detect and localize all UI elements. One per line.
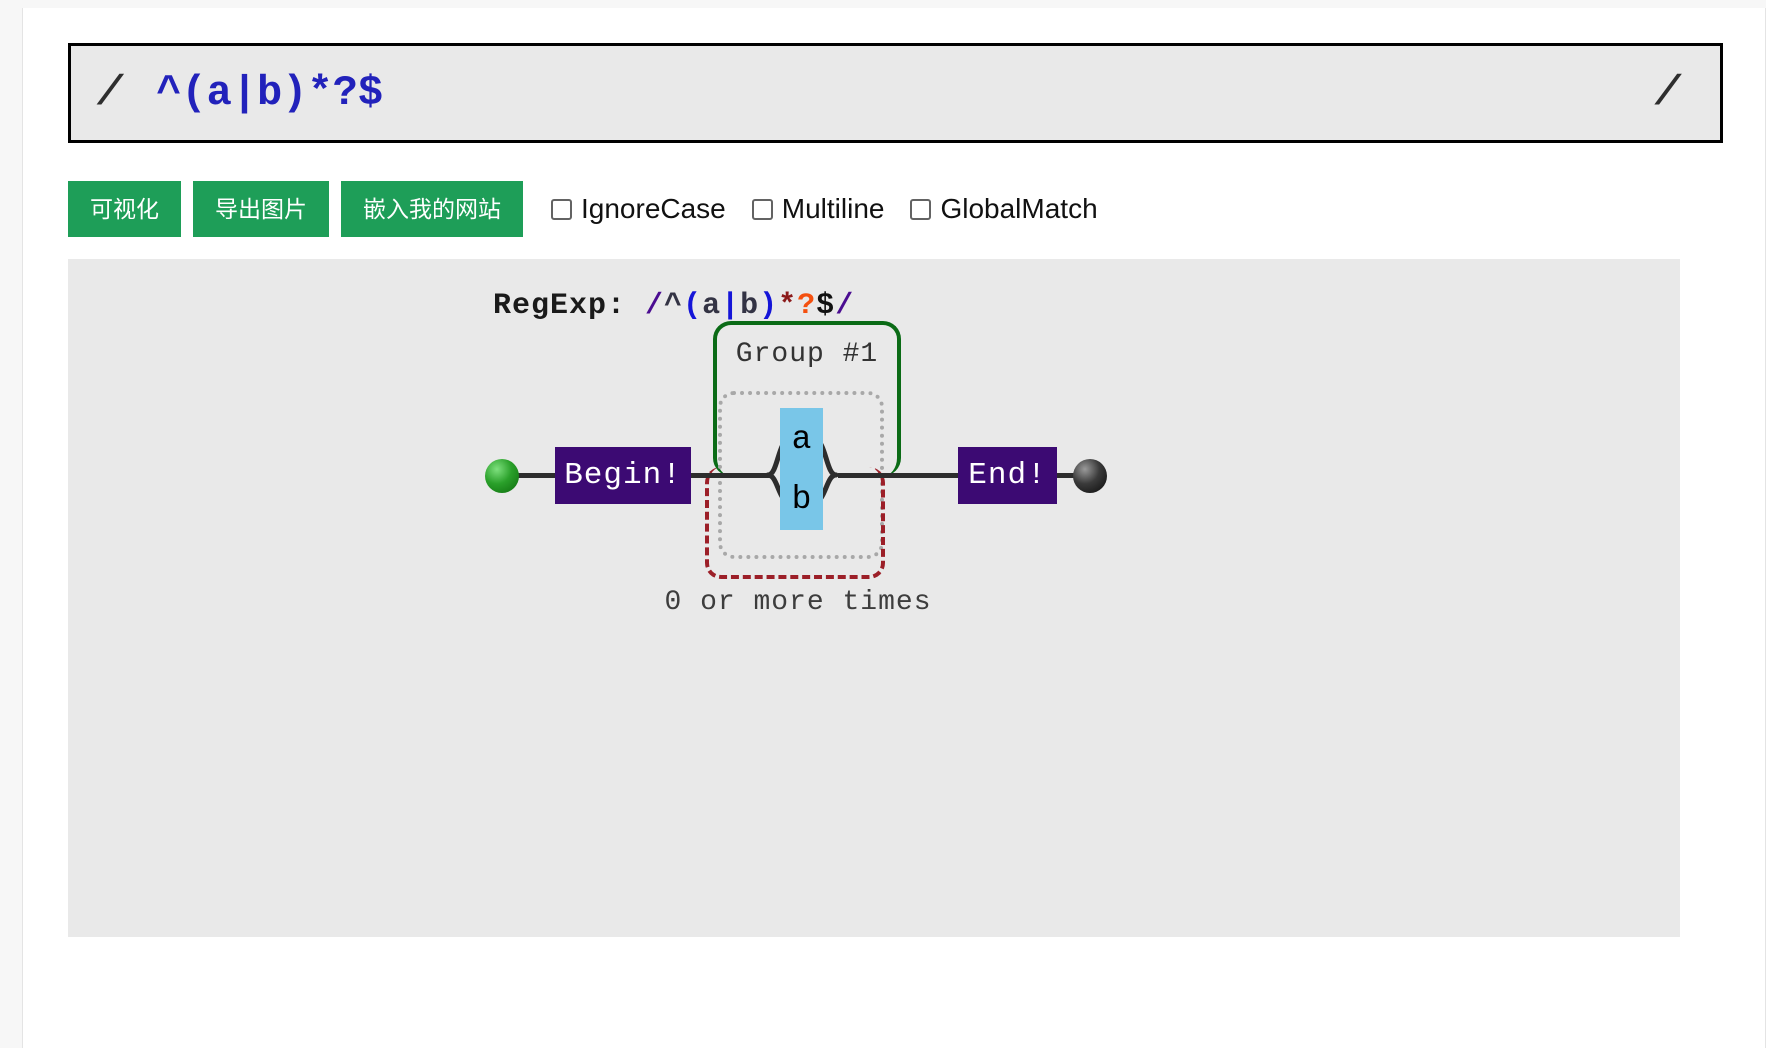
regex-input-row[interactable]: / ^(a|b)*?$ / [68,43,1723,143]
regexp-token: ^ [664,289,684,323]
toolbar: 可视化 导出图片 嵌入我的网站 IgnoreCase Multiline Glo… [68,181,1723,237]
flag-group: IgnoreCase Multiline GlobalMatch [551,193,1124,225]
export-image-button[interactable]: 导出图片 [193,181,329,237]
multiline-checkbox[interactable] [751,198,773,220]
group-label: Group #1 [735,339,879,370]
ignorecase-checkbox[interactable] [551,198,572,220]
slash-right-delimiter: / [1654,69,1680,117]
page-card: / ^(a|b)*?$ / 可视化 导出图片 嵌入我的网站 IgnoreCase… [22,8,1766,1048]
globalmatch-label: GlobalMatch [940,193,1098,224]
literal-node-b: b [780,468,823,530]
regexp-title-tokens: /^(a|b)*?$/ [645,289,854,323]
flag-ignorecase[interactable]: IgnoreCase [551,193,726,225]
regexp-token: $ [816,289,836,323]
quantifier-label: 0 or more times [664,587,932,618]
regexp-token: ( [683,289,703,323]
globalmatch-checkbox[interactable] [910,198,932,220]
diagram-canvas: RegExp: /^(a|b)*?$/ Group #1 a b [68,259,1680,937]
begin-node: Begin! [555,447,691,504]
regex-input[interactable]: ^(a|b)*?$ [156,69,384,117]
regexp-token: * [778,289,798,323]
slash-left-delimiter: / [97,69,123,117]
regexp-token: a [702,289,722,323]
visualize-button[interactable]: 可视化 [68,181,181,237]
flag-multiline[interactable]: Multiline [751,193,885,225]
literal-node-a: a [780,408,823,470]
wire-start [515,473,561,478]
end-dot-icon [1073,459,1107,493]
regexp-title-prefix: RegExp: [493,289,646,323]
end-node: End! [958,447,1057,504]
wire-begin-to-group [688,473,773,478]
flag-globalmatch[interactable]: GlobalMatch [910,193,1098,225]
quantifier-boundary [705,467,885,579]
content-area: / ^(a|b)*?$ / 可视化 导出图片 嵌入我的网站 IgnoreCase… [68,43,1723,937]
regexp-token: ? [797,289,817,323]
regexp-token: | [721,289,741,323]
wire-group-to-end [838,473,962,478]
wire-end [1054,473,1090,478]
regexp-token: ) [759,289,779,323]
regexp-title: RegExp: /^(a|b)*?$/ [493,289,854,323]
ignorecase-label: IgnoreCase [581,193,726,224]
group-boundary [713,321,901,476]
regexp-token: b [740,289,760,323]
embed-site-button[interactable]: 嵌入我的网站 [341,181,523,237]
regexp-token: / [645,289,665,323]
start-dot-icon [485,459,519,493]
regexp-token: / [835,289,855,323]
multiline-label: Multiline [781,193,885,224]
